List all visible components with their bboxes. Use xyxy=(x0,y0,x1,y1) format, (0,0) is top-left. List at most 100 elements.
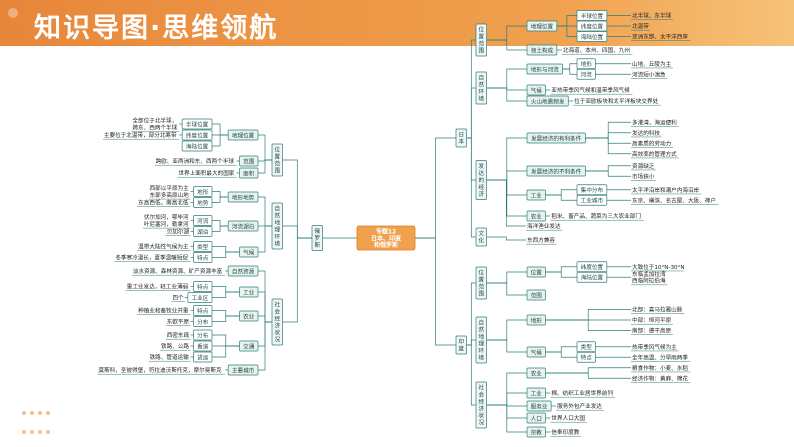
root-to-country xyxy=(415,137,456,239)
connector-line xyxy=(545,309,631,321)
connector-line xyxy=(258,159,272,174)
sub-集中分布[interactable]: 集中分布 xyxy=(576,184,608,196)
sub-河流[interactable]: 河流 xyxy=(576,68,596,80)
sub-香道[interactable]: 香道 xyxy=(193,340,213,352)
connector-line xyxy=(258,315,272,323)
item-服务业[interactable]: 服务业 xyxy=(526,400,552,412)
connector-line xyxy=(545,372,631,379)
sub-货运[interactable]: 货运 xyxy=(193,351,213,363)
sub-纬度位置[interactable]: 纬度位置 xyxy=(181,129,213,141)
leaf-text: 多港湾，海运便利 xyxy=(632,118,677,126)
group-自然地理环境-label: 环 xyxy=(478,347,484,354)
group-文化-label: 化 xyxy=(478,236,484,244)
item-宗教[interactable]: 宗教 xyxy=(526,426,546,438)
connector-line xyxy=(545,194,577,201)
sub-类型[interactable]: 类型 xyxy=(576,341,596,353)
item-农业[interactable]: 农业 xyxy=(239,310,259,322)
item-农业[interactable]: 农业 xyxy=(526,367,546,379)
sub-特点[interactable]: 特点 xyxy=(193,252,213,263)
item-工业[interactable]: 工业 xyxy=(239,286,259,298)
item-工业[interactable]: 工业 xyxy=(526,387,546,399)
sub-纬度位置[interactable]: 纬度位置 xyxy=(576,261,608,273)
sub-湖泊-label: 湖泊 xyxy=(197,228,209,236)
sub-海陆位置[interactable]: 海陆位置 xyxy=(576,31,608,42)
sub-半球位置[interactable]: 半球位置 xyxy=(181,118,213,130)
country-印度[interactable]: 印度 xyxy=(455,335,467,355)
item-范围[interactable]: 范围 xyxy=(239,155,259,167)
country-日本[interactable]: 日本 xyxy=(455,128,467,148)
sub-海陆位置[interactable]: 海陆位置 xyxy=(576,271,608,283)
item-位置[interactable]: 位置 xyxy=(526,266,546,278)
item-人口[interactable]: 人口 xyxy=(526,412,546,424)
sub-分布[interactable]: 分布 xyxy=(193,316,213,327)
group-位置范围-label: 围 xyxy=(478,47,484,54)
sub-海陆位置[interactable]: 海陆位置 xyxy=(181,140,213,152)
sub-纬度位置[interactable]: 纬度位置 xyxy=(576,20,608,32)
connector-line xyxy=(585,165,631,172)
item-服务业-label: 服务业 xyxy=(531,402,548,410)
item-地理位置[interactable]: 地理位置 xyxy=(526,20,558,32)
group-文化[interactable]: 文化 xyxy=(475,227,487,247)
item-发展经济的有利条件-label: 发展经济的有利条件 xyxy=(531,134,582,142)
sub-地形[interactable]: 地形 xyxy=(576,58,596,70)
item-气候[interactable]: 气候 xyxy=(526,84,546,96)
item-面积[interactable]: 面积 xyxy=(239,167,259,179)
item-发展经济的有利条件[interactable]: 发展经济的有利条件 xyxy=(526,132,586,144)
sub-分布[interactable]: 分布 xyxy=(193,329,213,341)
item-工业[interactable]: 工业 xyxy=(526,189,546,201)
item-地形[interactable]: 地形 xyxy=(526,314,546,326)
connector-line xyxy=(486,39,527,51)
connector-line xyxy=(212,345,240,358)
country-俄罗斯[interactable]: 俄罗斯 xyxy=(311,225,323,251)
leaf-text: 四个 xyxy=(172,295,184,302)
item-农业[interactable]: 农业 xyxy=(526,210,546,222)
item-领土构成[interactable]: 领土构成 xyxy=(526,44,558,56)
leaf-text: 海洋渔业发达 xyxy=(527,222,561,230)
item-火山地震频发[interactable]: 火山地震频发 xyxy=(526,95,569,107)
item-交通[interactable]: 交通 xyxy=(239,340,259,352)
leaf-text: 主要位于北温带，部分北寒带 xyxy=(104,131,177,139)
sub-海陆位置-label: 海陆位置 xyxy=(186,142,209,150)
sub-工业区[interactable]: 工业区 xyxy=(187,292,213,303)
item-地形与河流[interactable]: 地形与河流 xyxy=(526,63,563,75)
connector-line xyxy=(486,25,527,41)
connector-line xyxy=(212,286,240,293)
sub-半球位置[interactable]: 半球位置 xyxy=(576,10,608,21)
leaf-text: 铁路、公路 xyxy=(161,342,189,350)
item-地形地势[interactable]: 地形地势 xyxy=(227,191,259,203)
sub-地形[interactable]: 地形 xyxy=(193,186,213,197)
item-发展经济的不利条件[interactable]: 发展经济的不利条件 xyxy=(526,165,586,177)
group-社会经济状况-label: 济 xyxy=(274,321,280,329)
corner-dots-decoration xyxy=(20,402,52,440)
sub-河流[interactable]: 河流 xyxy=(193,215,213,226)
sub-工业城市[interactable]: 工业城市 xyxy=(576,194,608,206)
item-地理位置[interactable]: 地理位置 xyxy=(227,129,259,141)
item-河流湖泊[interactable]: 河流湖泊 xyxy=(227,220,259,232)
sub-特点[interactable]: 特点 xyxy=(193,281,213,292)
sub-类型[interactable]: 类型 xyxy=(193,241,213,252)
group-文化-label: 文 xyxy=(478,229,484,237)
sub-湖泊[interactable]: 湖泊 xyxy=(193,226,213,237)
sub-特点[interactable]: 特点 xyxy=(576,351,596,363)
item-气候[interactable]: 气候 xyxy=(239,246,259,258)
item-主要城市[interactable]: 主要城市 xyxy=(227,364,259,376)
item-自然资源[interactable]: 自然资源 xyxy=(227,265,259,277)
item-范围[interactable]: 范围 xyxy=(526,289,546,301)
leaf-text: 伏尔加河，鄂毕河 xyxy=(144,213,189,221)
sub-特点[interactable]: 特点 xyxy=(193,305,213,316)
sub-地势[interactable]: 地势 xyxy=(193,197,213,208)
group-自然地理环境-label: 地 xyxy=(274,218,280,226)
sub-纬度位置-label: 纬度位置 xyxy=(581,22,604,30)
country-日本-label: 本 xyxy=(458,137,464,145)
item-气候[interactable]: 气候 xyxy=(526,346,546,358)
